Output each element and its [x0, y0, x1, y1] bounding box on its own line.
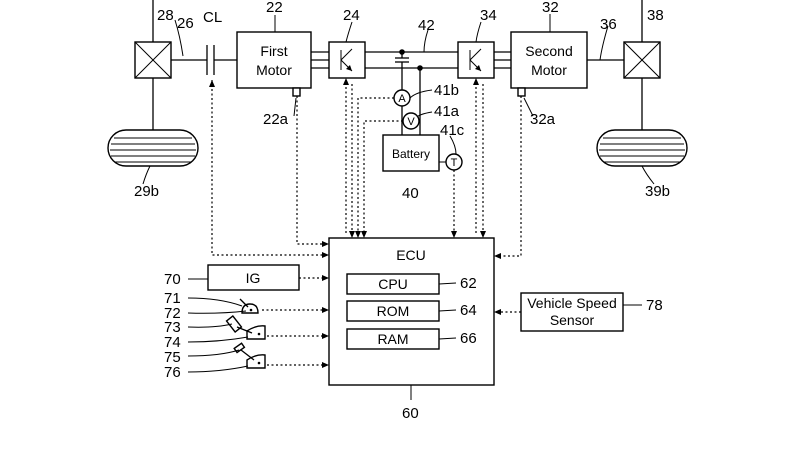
left-wheel-29b: [108, 130, 198, 166]
second-motor-label-1: Second: [525, 43, 572, 59]
first-motor-sensor-22a: [293, 88, 300, 96]
second-motor-box: [511, 32, 587, 88]
ref-32: 32: [542, 0, 559, 16]
clutch-cl: [207, 45, 237, 75]
brake-pedal-sensor-75-76: [234, 343, 265, 368]
first-motor-box: [237, 32, 311, 88]
svg-text:A: A: [398, 93, 406, 105]
second-motor-label-2: Motor: [531, 62, 567, 78]
vehicle-speed-label-1: Vehicle Speed: [527, 295, 617, 311]
battery-label: Battery: [392, 147, 430, 161]
ref-32a: 32a: [530, 111, 556, 128]
right-wheel-39b: [597, 130, 687, 166]
ref-64: 64: [460, 302, 477, 319]
accelerator-pedal-sensor-73-74: [227, 316, 265, 339]
ram-label: RAM: [377, 331, 408, 347]
ref-cl: CL: [203, 9, 222, 26]
ref-42: 42: [418, 17, 435, 34]
ref-26: 26: [177, 15, 194, 32]
ref-41a: 41a: [434, 103, 460, 120]
first-motor-label-1: First: [260, 43, 287, 59]
ref-38: 38: [647, 7, 664, 24]
ref-62: 62: [460, 275, 477, 292]
ecu-label: ECU: [396, 247, 426, 263]
ref-22a: 22a: [263, 111, 289, 128]
ref-28: 28: [157, 7, 174, 24]
rom-label: ROM: [377, 303, 410, 319]
ref-76: 76: [164, 364, 181, 381]
ref-36: 36: [600, 16, 617, 33]
ref-40: 40: [402, 185, 419, 202]
ref-39b: 39b: [645, 183, 670, 200]
svg-text:T: T: [451, 157, 458, 169]
ref-34: 34: [480, 7, 497, 24]
inverter-34: [458, 42, 494, 78]
ref-24: 24: [343, 7, 360, 24]
ref-70: 70: [164, 271, 181, 288]
inverter-24: [329, 42, 365, 78]
ref-22: 22: [266, 0, 283, 16]
ref-29b: 29b: [134, 183, 159, 200]
ig-label: IG: [246, 270, 261, 286]
ref-41c: 41c: [440, 122, 465, 139]
ref-60: 60: [402, 405, 419, 422]
capacitor-42: [395, 52, 409, 68]
first-motor-label-2: Motor: [256, 62, 292, 78]
second-motor-sensor-32a: [518, 88, 525, 96]
ref-78: 78: [646, 297, 663, 314]
ref-41b: 41b: [434, 82, 459, 99]
ref-66: 66: [460, 330, 477, 347]
cpu-label: CPU: [378, 276, 408, 292]
svg-text:V: V: [407, 116, 415, 128]
vehicle-speed-label-2: Sensor: [550, 312, 595, 328]
